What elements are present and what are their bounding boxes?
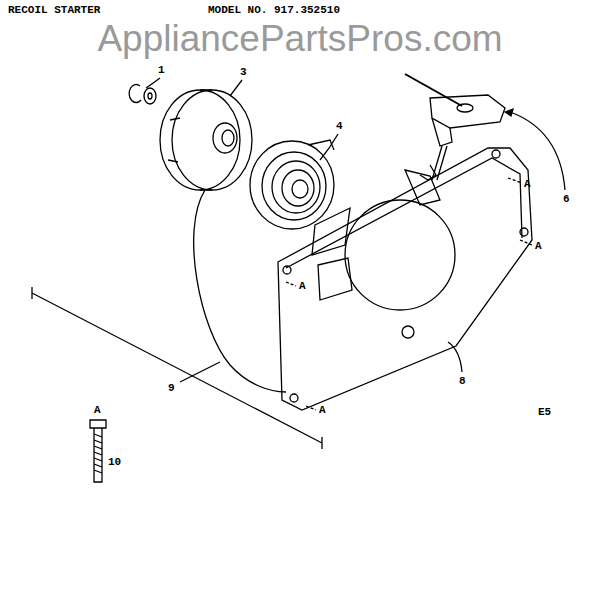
- hole-marker: A: [319, 404, 326, 416]
- callout-number: 3: [240, 66, 247, 78]
- callout-number: 8: [459, 375, 466, 387]
- screw: [90, 420, 106, 482]
- arrowhead: [505, 109, 513, 116]
- recoil-spring: [250, 140, 334, 229]
- circlip: [129, 85, 141, 103]
- callout-number: 1: [158, 64, 165, 76]
- pulley: [160, 90, 252, 190]
- hole-marker: A: [524, 178, 531, 190]
- model-number: MODEL NO. 917.352510: [208, 4, 340, 16]
- leader-line: [320, 134, 338, 160]
- callout-number: 10: [108, 456, 121, 468]
- hole-marker: A: [299, 280, 306, 292]
- washer-hole: [148, 93, 152, 99]
- hole-marker-lines: [286, 178, 532, 410]
- diagram-title: RECOIL STARTER: [8, 4, 100, 16]
- hole-marker: A: [94, 404, 101, 416]
- leader-line: [448, 342, 462, 372]
- leader-line: [146, 78, 160, 88]
- starter-housing: [278, 148, 532, 410]
- washer: [144, 88, 156, 104]
- hole-marker: A: [535, 240, 542, 252]
- callout-number: 9: [168, 382, 175, 394]
- figure-code: E5: [538, 406, 551, 418]
- leader-line: [510, 112, 565, 190]
- callout-number: 6: [563, 193, 570, 205]
- leader-line: [230, 80, 242, 96]
- bracket: [32, 287, 322, 449]
- starter-rope: [194, 190, 286, 392]
- callout-number: 4: [336, 120, 343, 132]
- starter-handle: [405, 74, 505, 180]
- watermark: AppliancePartsPros.com: [95, 19, 504, 60]
